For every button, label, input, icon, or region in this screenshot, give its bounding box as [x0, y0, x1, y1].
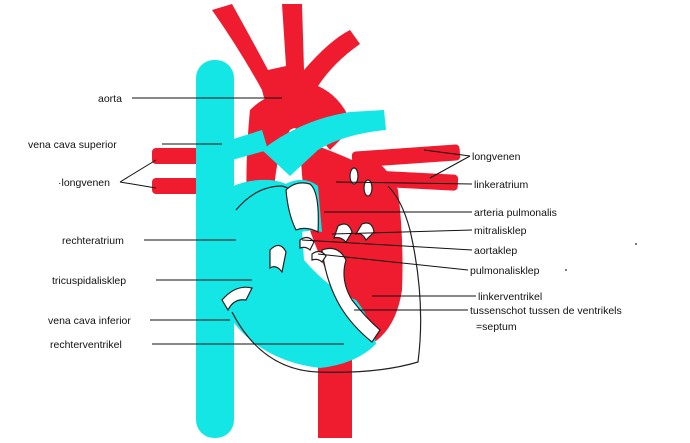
left-labels: aorta vena cava superior ·longvenen rech…: [28, 93, 131, 351]
label-rechteratrium: rechteratrium: [62, 235, 124, 247]
label-pulmonalisklep: pulmonalisklep: [470, 265, 540, 277]
label-linkerventrikel: linkerventrikel: [478, 291, 542, 303]
left-atrium-openings: [349, 167, 373, 197]
stray-dots: [565, 243, 637, 271]
label-tricuspidalisklep: tricuspidalisklep: [52, 275, 126, 287]
label-rechterventrikel: rechterventrikel: [50, 339, 122, 351]
leader-lines: [119, 97, 476, 345]
label-mitralisklep: mitralisklep: [474, 225, 527, 237]
mitral-valve: [333, 222, 375, 243]
label-longvenen-left: ·longvenen: [58, 177, 110, 189]
label-septum: =septum: [476, 321, 517, 333]
label-aortaklep: aortaklep: [474, 245, 517, 257]
pulmonary-veins-right: [347, 144, 461, 191]
label-vena-cava-superior: vena cava superior: [28, 139, 117, 151]
pulmonary-artery-branches: [230, 110, 386, 176]
tricuspid-valve: [221, 244, 287, 312]
septum-wall: [285, 182, 381, 343]
label-longvenen-right: longvenen: [472, 151, 521, 163]
label-arteria-pulmonalis: arteria pulmonalis: [474, 207, 557, 219]
label-vena-cava-inferior: vena cava inferior: [48, 315, 131, 327]
label-aorta: aorta: [98, 93, 122, 105]
right-labels: longvenen linkeratrium arteria pulmonali…: [470, 151, 622, 333]
label-linkeratrium: linkeratrium: [474, 179, 529, 191]
label-tussenschot: tussenschot tussen de ventrikels: [470, 305, 622, 317]
